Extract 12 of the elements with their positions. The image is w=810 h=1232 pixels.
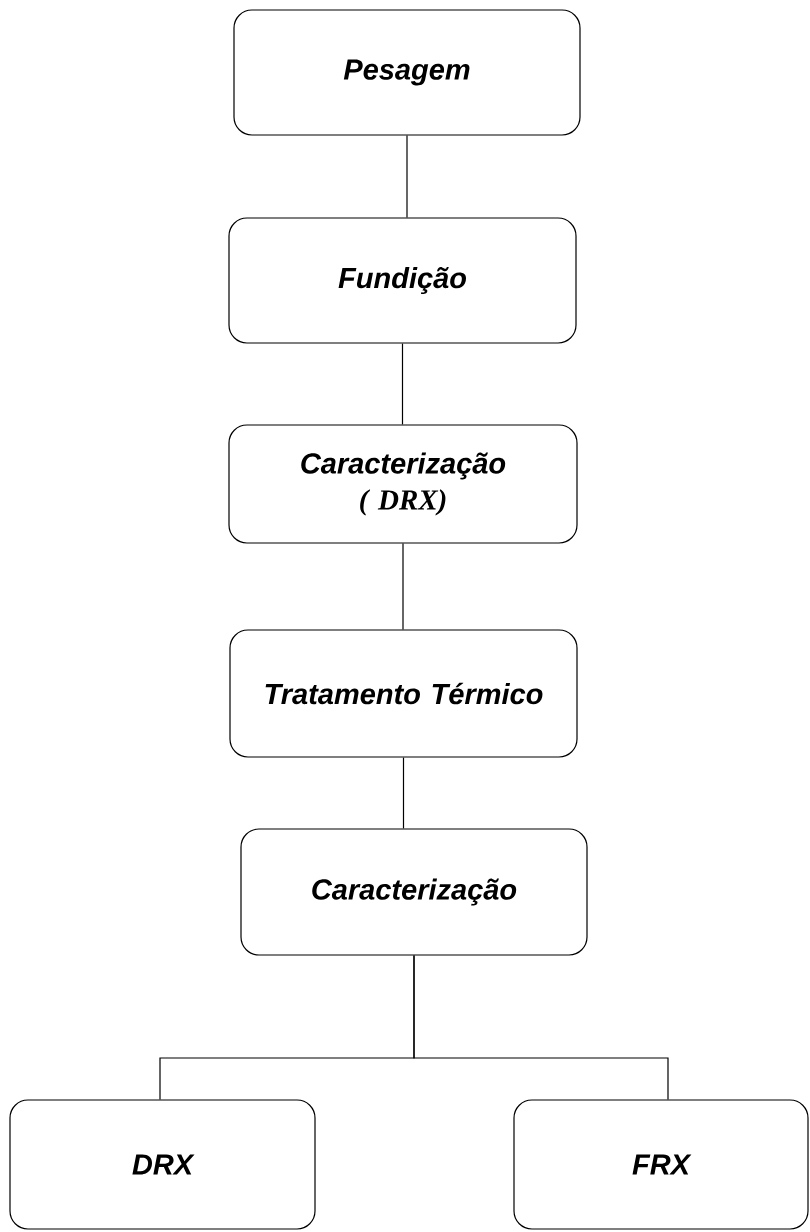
connector-line bbox=[406, 135, 408, 218]
process-box: Fundição bbox=[228, 217, 577, 344]
process-box: DRX bbox=[9, 1099, 316, 1230]
connector-line bbox=[413, 955, 669, 1100]
connector-line bbox=[402, 757, 405, 829]
process-box: FRX bbox=[513, 1099, 809, 1230]
process-box: Pesagem bbox=[233, 9, 581, 136]
process-box: Caracterização ( DRX) bbox=[228, 424, 578, 544]
process-box: Caracterização bbox=[240, 828, 588, 956]
connector-line bbox=[401, 343, 404, 425]
process-box: Tratamento Térmico bbox=[229, 629, 578, 758]
connector-line bbox=[402, 543, 404, 630]
